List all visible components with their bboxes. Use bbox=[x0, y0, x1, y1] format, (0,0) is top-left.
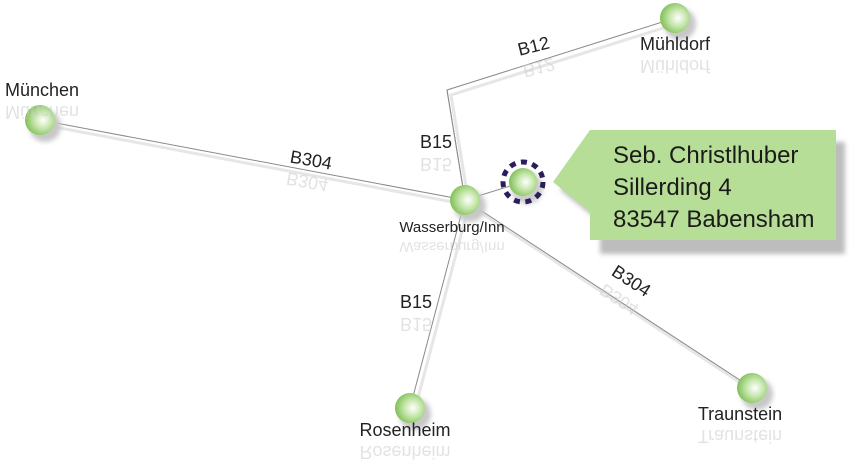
city-label-wasserburg: Wasserburg/Inn bbox=[399, 219, 504, 236]
target-dashed-ring bbox=[500, 159, 546, 205]
callout-street: Sillerding 4 bbox=[613, 174, 732, 201]
city-node-rosenheim[interactable] bbox=[395, 393, 425, 423]
address-callout: Seb. Christlhuber Sillerding 4 83547 Bab… bbox=[613, 140, 815, 236]
city-label-reflection: Wasserburg/Inn bbox=[399, 238, 504, 255]
city-label-reflection: München bbox=[5, 102, 79, 122]
road-shadow bbox=[412, 204, 471, 414]
target-location-marker[interactable] bbox=[509, 168, 537, 196]
road-label-b15-south: B15 bbox=[400, 292, 432, 312]
city-label-reflection: Rosenheim bbox=[359, 442, 450, 462]
road-shadow bbox=[43, 123, 470, 207]
city-label-muenchen: München bbox=[5, 80, 79, 100]
road-b304-east[interactable] bbox=[464, 199, 753, 389]
callout-name: Seb. Christlhuber bbox=[613, 142, 799, 169]
road-b15-south[interactable] bbox=[409, 199, 466, 409]
city-label-traunstein: Traunstein bbox=[698, 404, 782, 424]
city-label-rosenheim: Rosenheim bbox=[359, 420, 450, 440]
callout-box bbox=[553, 130, 836, 240]
road-shadow bbox=[468, 203, 757, 395]
city-label-reflection: Mühldorf bbox=[640, 56, 711, 76]
road-b15-north[interactable] bbox=[446, 89, 466, 201]
callout-city: 83547 Babensham bbox=[613, 206, 815, 233]
city-label-muehldorf: Mühldorf bbox=[640, 34, 711, 54]
road-b304-west[interactable] bbox=[39, 119, 466, 201]
road-label-b15-north: B15 bbox=[420, 132, 452, 152]
road-label-reflection: B15 bbox=[400, 314, 432, 334]
city-node-traunstein[interactable] bbox=[737, 373, 767, 403]
city-node-muenchen[interactable] bbox=[25, 105, 55, 135]
road-label-reflection: B15 bbox=[420, 154, 452, 174]
city-node-wasserburg[interactable] bbox=[450, 185, 480, 215]
city-node-muehldorf[interactable] bbox=[660, 3, 690, 33]
city-label-reflection: Traunstein bbox=[698, 426, 782, 446]
